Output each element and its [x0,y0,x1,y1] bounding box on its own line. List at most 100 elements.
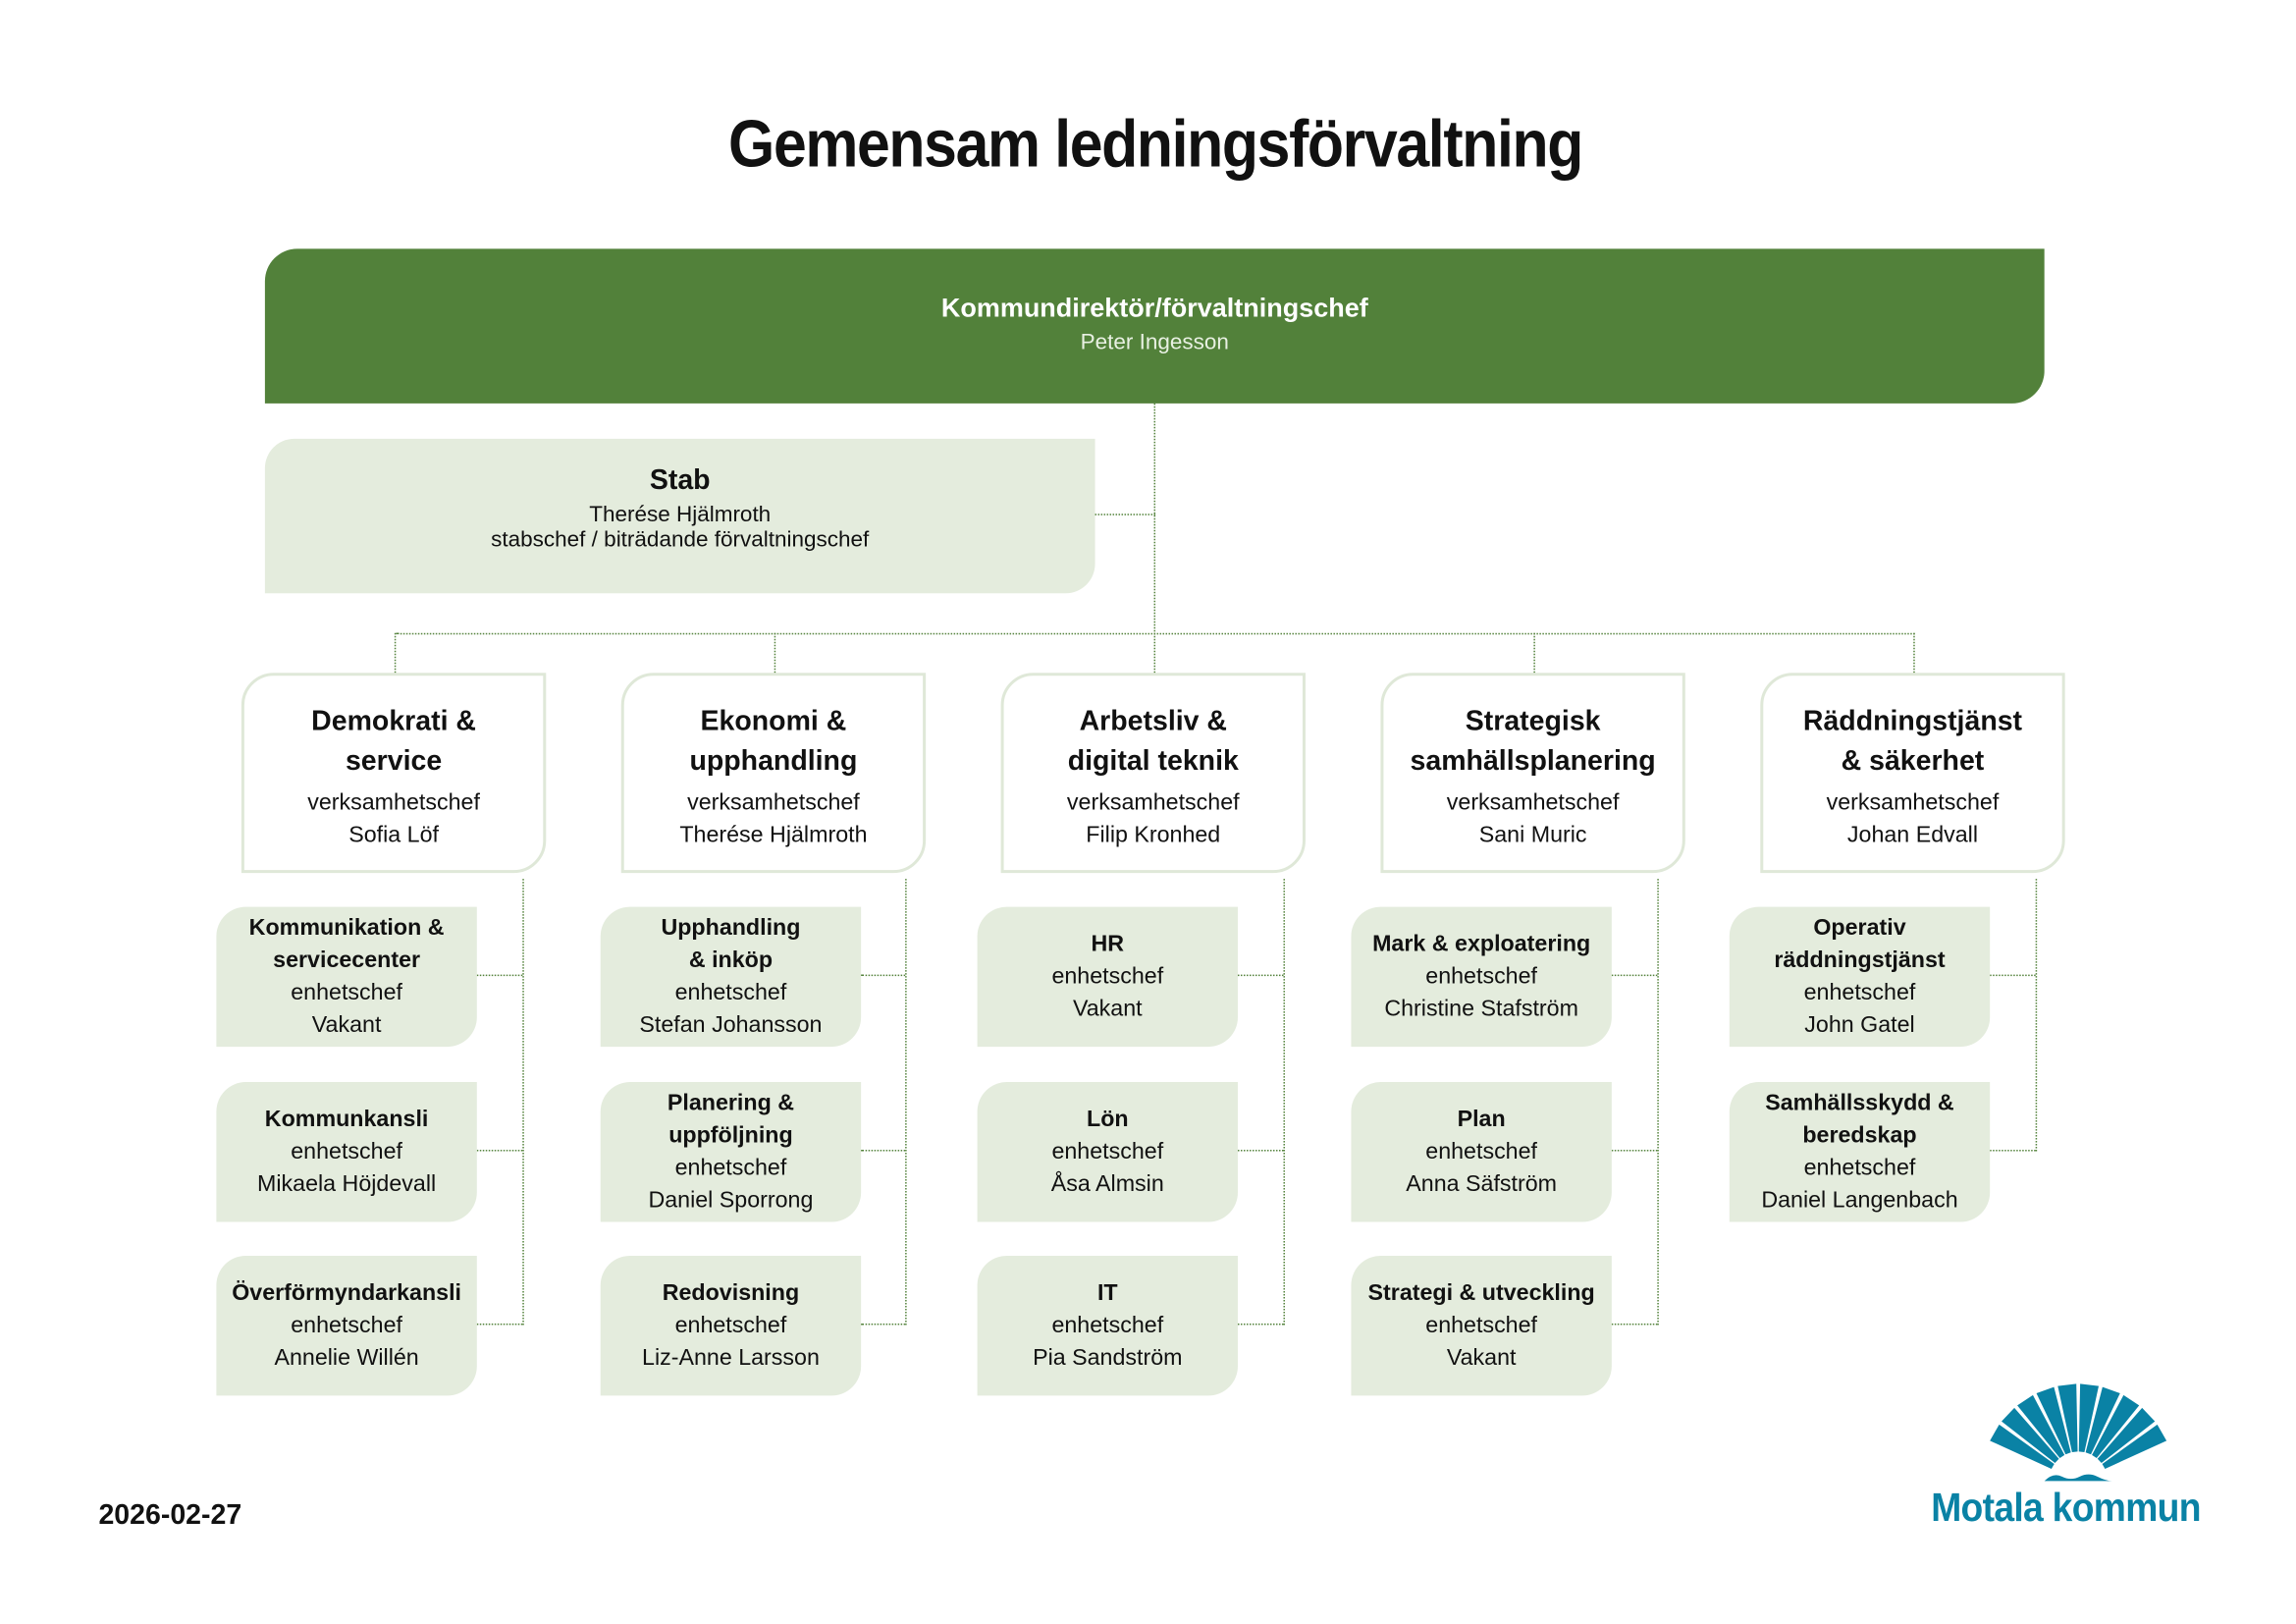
unit-title: HR [1091,931,1125,956]
motala-logo: Motala kommun [1931,1380,2217,1531]
department-title: Demokrati & service [244,702,543,782]
unit-role: enhetschef [674,1312,787,1338]
unit-title: Redovisning [662,1279,800,1306]
department-head: Sofia Löf [348,823,439,848]
department-head: Sani Muric [1478,823,1587,848]
department-title-line: Ekonomi & [700,706,847,738]
unit-title: IT [1096,1279,1118,1306]
connector-line [1611,1150,1658,1152]
stab-name: Therése Hjälmroth [589,502,772,527]
unit-title: servicecenter [273,947,421,973]
unit-head: Åsa Almsin [1050,1170,1164,1197]
unit-head: Annelie Willén [274,1344,419,1371]
connector-line [394,632,397,674]
wave-icon [2044,1474,2112,1482]
department-title: Räddningstjänst& säkerhet [1763,702,2061,782]
department-title: Arbetsliv &digital teknik [1004,702,1303,782]
unit-role: enhetschef [1425,1312,1538,1338]
department-role: verksamhetschef [1066,790,1240,816]
department-head: Johan Edvall [1846,823,1979,848]
connector-line [522,879,524,1326]
unit-title: Samhällsskydd & [1765,1090,1954,1115]
unit-head: Pia Sandström [1033,1344,1183,1371]
director-box: Kommundirektör/förvaltningschef Peter In… [264,248,2045,404]
fan-segment [2017,1394,2065,1459]
unit-title: räddningstjänst [1774,947,1946,973]
unit-head: Daniel Langenbach [1761,1187,1958,1213]
unit-role: enhetschef [1425,963,1538,989]
unit-title: Strategi & utveckling [1367,1279,1595,1306]
fan-segment [2085,1386,2120,1455]
unit-head: Liz-Anne Larsson [642,1344,820,1371]
unit-title: Operativ [1813,914,1906,941]
connector-line [774,632,776,674]
unit-role: enhetschef [674,979,787,1005]
unit-title: Mark & exploatering [1372,931,1591,956]
unit-head: Christine Stafström [1384,996,1578,1021]
connector-line [1611,974,1658,977]
connector-line [861,974,906,977]
fan-logo-icon [1990,1383,2167,1482]
unit-role: enhetschef [291,1138,402,1164]
connector-line [1913,632,1915,674]
unit-title: Upphandling [661,914,801,941]
unit-head: Vakant [1446,1344,1517,1371]
connector-line [1533,632,1535,674]
department-role: verksamhetschef [687,790,860,816]
department-title-line: upphandling [689,746,858,778]
unit-head: John Gatel [1804,1011,1915,1038]
connector-line [1990,974,2036,977]
department-title-line: Strategisk [1465,706,1601,738]
unit-role: enhetschef [291,979,402,1005]
fan-segment [2078,1383,2099,1453]
unit-title: beredskap [1802,1122,1917,1148]
department-box: Arbetsliv &digital teknik verksamhetschef… [1000,673,1306,874]
unit-role: enhetschef [1051,963,1164,989]
fan-segment [2036,1386,2071,1455]
unit-title: Planering & [667,1090,795,1115]
page-title: Gemensam ledningsförvaltning [728,105,1583,182]
unit-head: Vakant [1072,996,1143,1021]
unit-role: enhetschef [1803,979,1916,1005]
connector-line [861,1323,906,1326]
unit-role: enhetschef [291,1312,402,1338]
fan-segment [2097,1407,2156,1463]
unit-title: Kommunkansli [264,1106,429,1132]
fan-segment [2092,1394,2140,1459]
department-title-line: samhällsplanering [1410,746,1656,778]
connector-line [905,879,907,1326]
fan-segment [2002,1407,2059,1463]
connector-line [1657,879,1659,1326]
connector-line [1237,974,1284,977]
department-title: Strategisk samhällsplanering [1383,702,1682,782]
department-title-line: digital teknik [1067,746,1239,778]
department-title-line: service [345,746,443,778]
fan-segment [1990,1424,2055,1469]
unit-role: enhetschef [674,1155,787,1180]
connector-line [476,1323,523,1326]
connector-line [1237,1323,1284,1326]
unit-role: enhetschef [1803,1155,1916,1180]
fan-segment [2102,1424,2167,1469]
unit-title: Lön [1087,1106,1129,1132]
date-label: 2026-02-27 [98,1499,242,1532]
department-title-line: & säkerhet [1841,746,1985,778]
stab-role: stabschef / biträdande förvaltningschef [491,526,870,553]
department-title-line: Demokrati & [311,706,476,738]
fan-segment [2057,1383,2078,1453]
unit-head: Anna Säfström [1406,1170,1558,1197]
unit-role: enhetschef [1051,1312,1164,1338]
